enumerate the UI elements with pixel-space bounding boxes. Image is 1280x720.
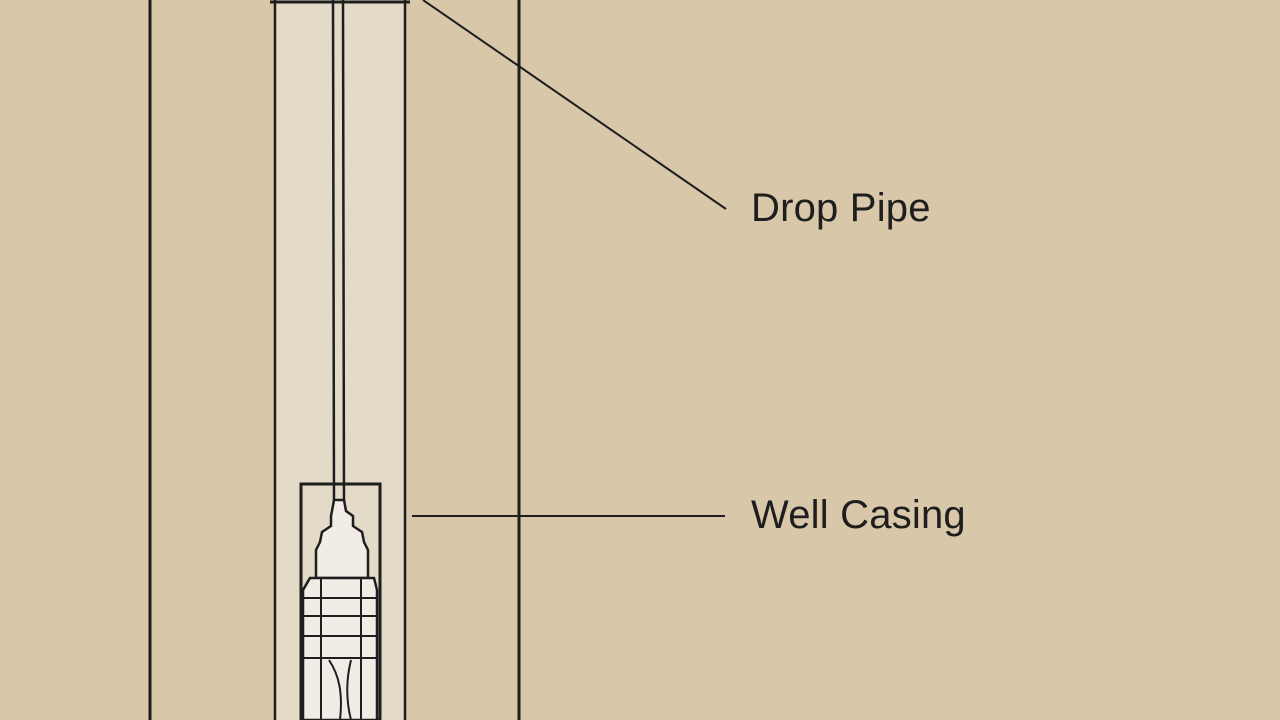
submersible-pump bbox=[299, 482, 382, 720]
pump-frame bbox=[299, 482, 382, 720]
drop-pipe-label: Drop Pipe bbox=[751, 186, 931, 230]
pump-body-bands bbox=[303, 578, 377, 720]
drop-pipe-callout-line bbox=[422, 0, 727, 210]
drop-pipe-left-wall bbox=[331, 0, 336, 506]
drop-pipe-right-wall bbox=[341, 0, 346, 506]
well-casing-label: Well Casing bbox=[751, 493, 966, 537]
drop-pipe-shape bbox=[331, 0, 346, 506]
borehole-walls bbox=[148, 0, 521, 720]
callout-lines bbox=[412, 0, 727, 517]
